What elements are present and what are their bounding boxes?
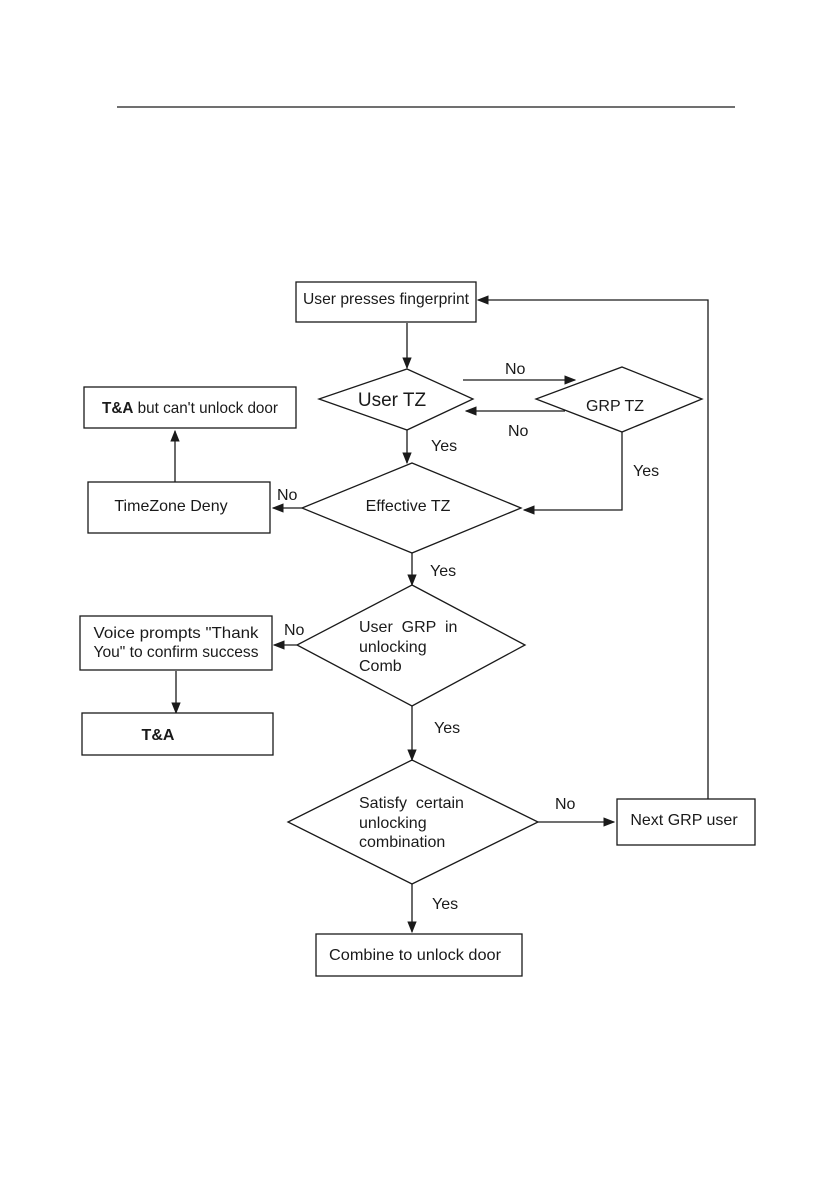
label-combine-unlock: Combine to unlock door: [329, 947, 502, 964]
label-next-grp-user: Next GRP user: [630, 812, 738, 829]
label-timezone-deny: TimeZone Deny: [114, 498, 227, 515]
edge-label-effective-yes: Yes: [430, 563, 456, 580]
label-user-grp-line3: Comb: [359, 658, 402, 675]
label-satisfy-line3: combination: [359, 834, 445, 851]
node-ta: [82, 713, 273, 755]
label-ta-cant-unlock-rest: but can't unlock door: [133, 400, 278, 417]
label-ta-cant-unlock-bold: T&A: [102, 400, 134, 417]
label-user-grp-line2: unlocking: [359, 639, 427, 656]
edge-grptz-to-effective: [524, 432, 622, 510]
edge-label-effective-no: No: [277, 487, 298, 504]
label-satisfy-line1: Satisfy certain: [359, 795, 464, 812]
label-user-grp-line1: User GRP in: [359, 619, 457, 636]
label-satisfy-line2: unlocking: [359, 815, 427, 832]
edge-label-usertz-yes: Yes: [431, 438, 457, 455]
edge-label-grptz-no: No: [508, 423, 529, 440]
label-user-presses-fingerprint: User presses fingerprint: [303, 291, 470, 308]
edge-label-satisfy-no: No: [555, 796, 576, 813]
label-voice-prompts-line1: Voice prompts "Thank: [94, 625, 260, 642]
edge-label-usertz-no: No: [505, 361, 526, 378]
label-ta-cant-unlock: T&A but can't unlock door: [102, 400, 279, 417]
edge-label-usergrp-yes: Yes: [434, 720, 460, 737]
edge-label-usergrp-no: No: [284, 622, 305, 639]
label-voice-prompts-line2: You" to confirm success: [94, 644, 259, 661]
edge-label-grptz-yes: Yes: [633, 463, 659, 480]
label-grp-tz: GRP TZ: [586, 398, 644, 415]
label-user-tz: User TZ: [358, 390, 427, 411]
label-ta: T&A: [142, 727, 175, 744]
label-effective-tz: Effective TZ: [366, 498, 451, 515]
edge-label-satisfy-yes: Yes: [432, 896, 458, 913]
